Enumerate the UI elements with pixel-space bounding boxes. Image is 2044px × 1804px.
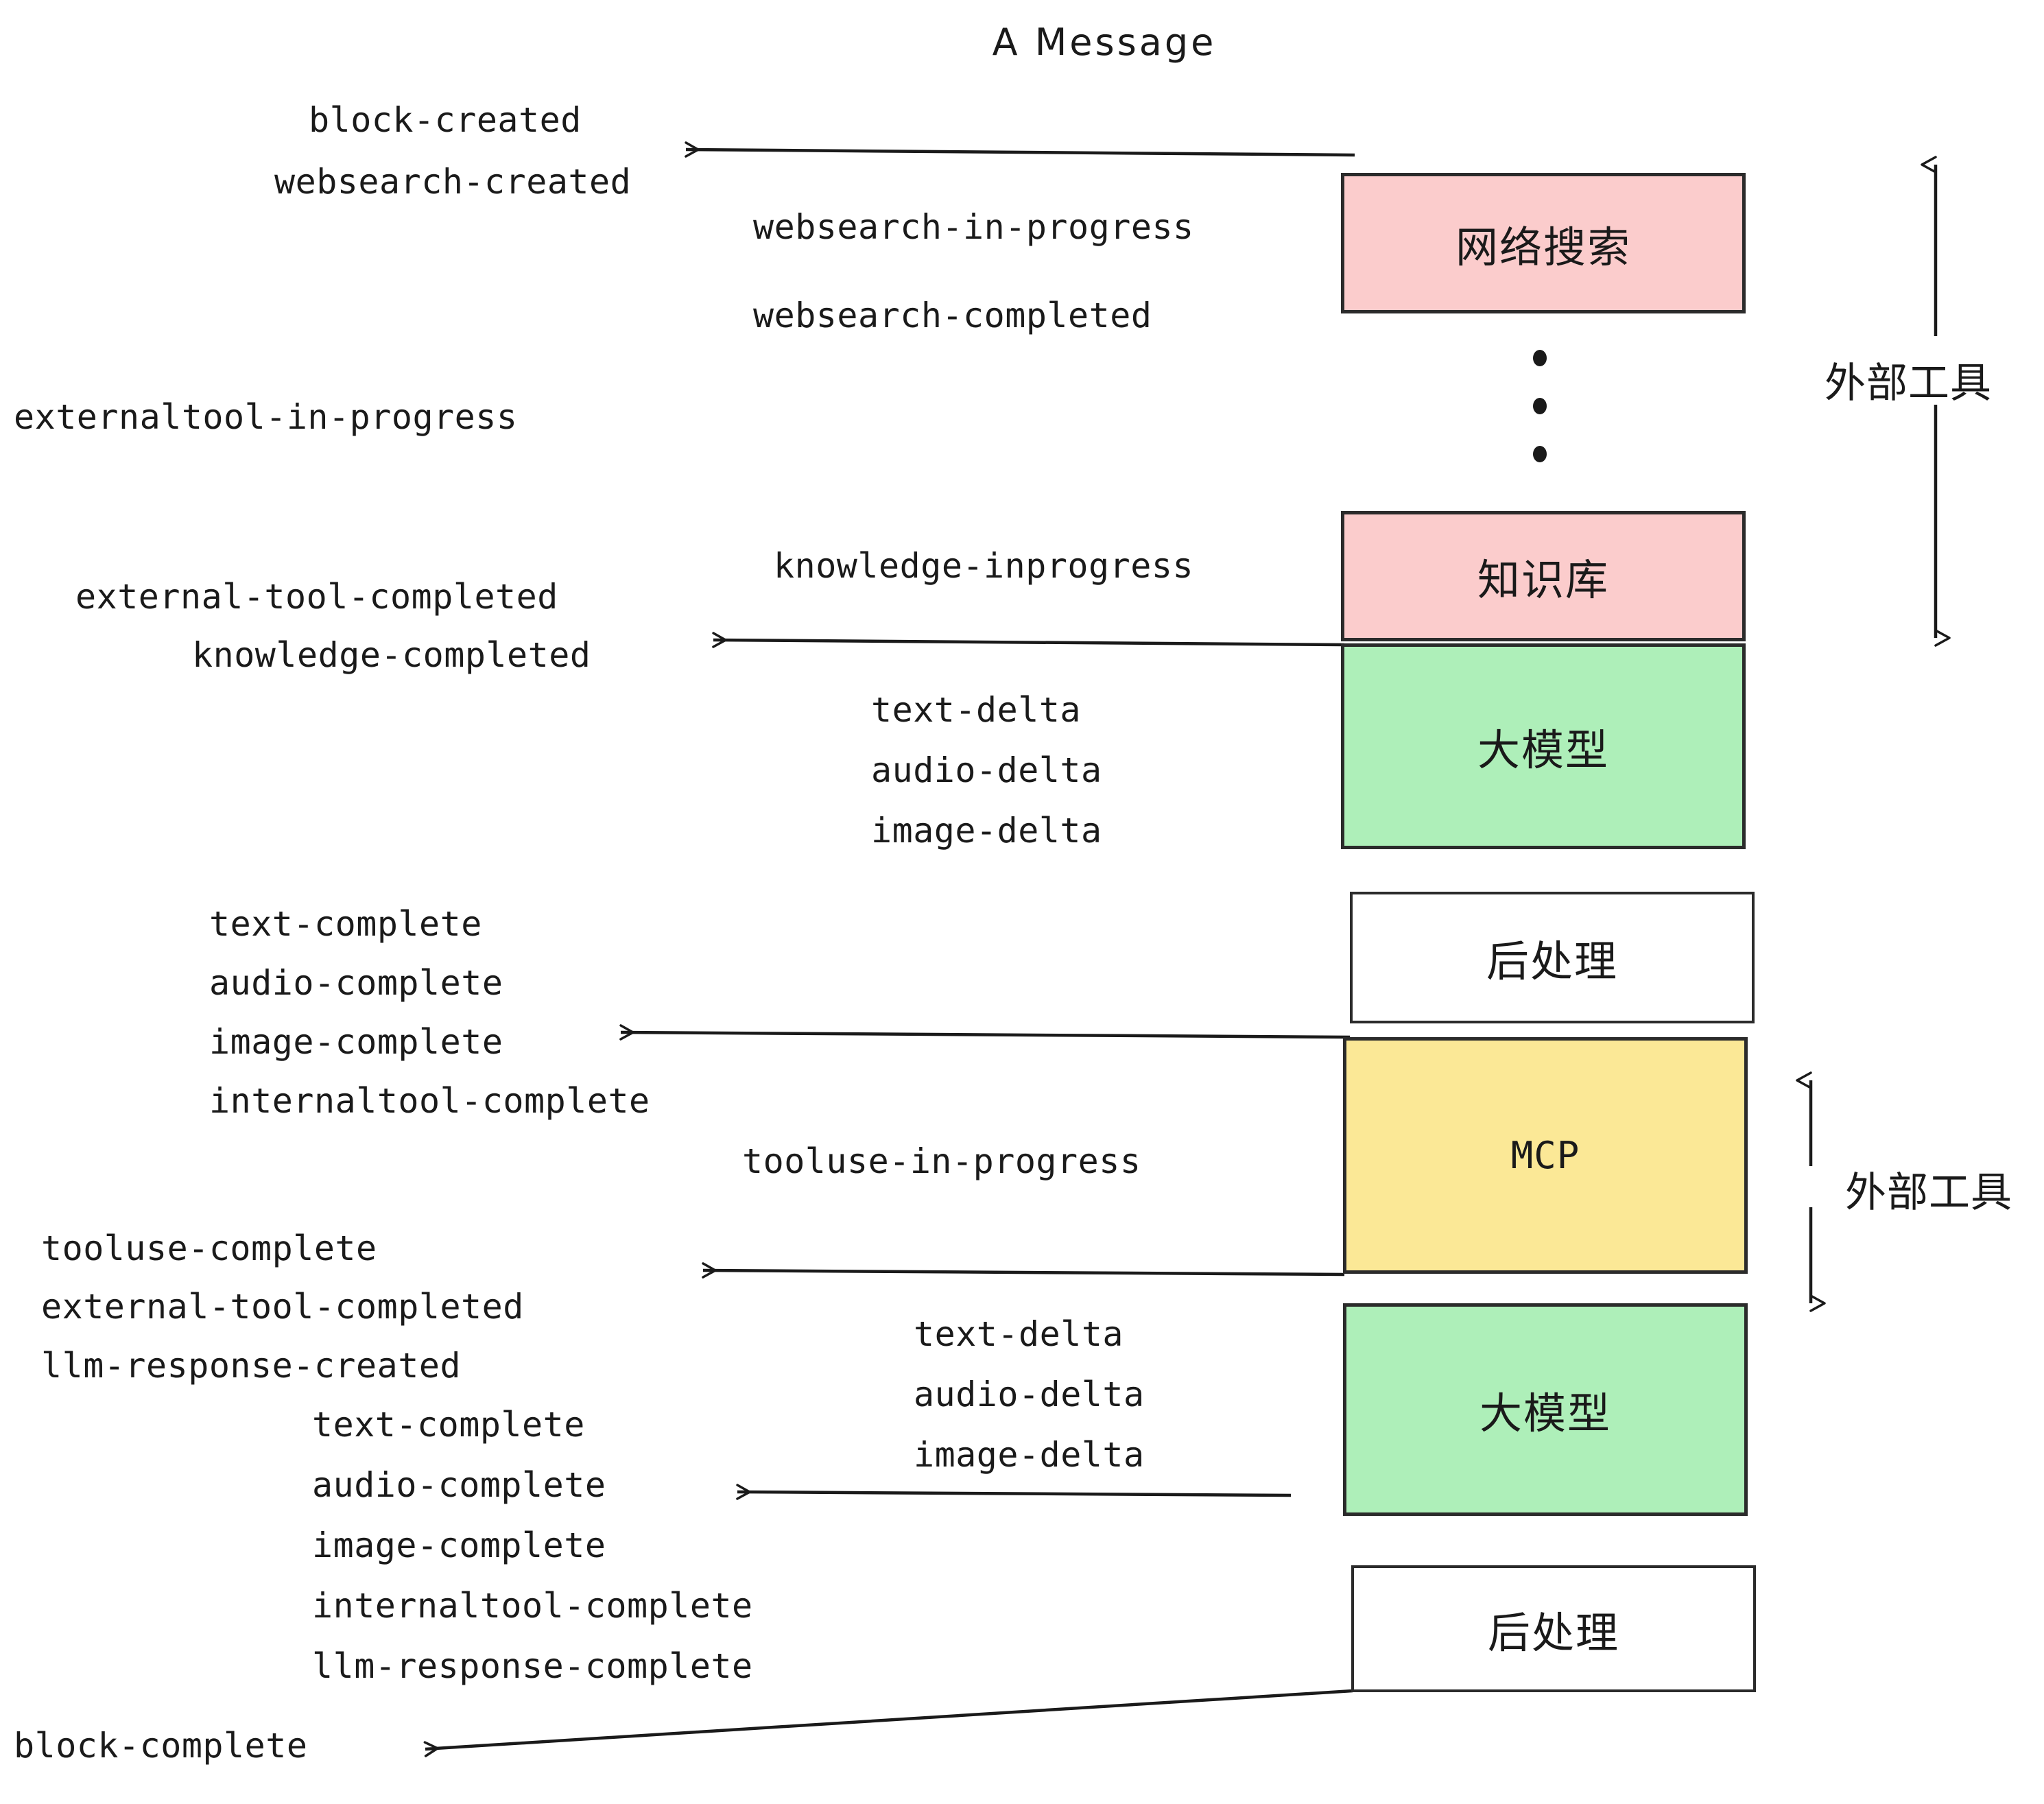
event-llm-response-complete: llm-response-complete	[312, 1646, 753, 1686]
arrow-mcp-to-tooluse-complete	[702, 1262, 1345, 1279]
box-knowledge-label: 知识库	[1477, 555, 1609, 605]
event-websearch-created: websearch-created	[274, 162, 632, 202]
side-label-external-tools-bottom: 外部工具	[1845, 1169, 2012, 1217]
event-image-delta-1: image-delta	[871, 811, 1102, 851]
event-external-tool-completed-2: external-tool-completed	[41, 1287, 524, 1327]
arrow-websearch-to-block-created	[685, 141, 1355, 158]
ellipsis-dot-3	[1533, 446, 1547, 462]
ellipsis-dot-1	[1533, 350, 1547, 366]
box-llm-2-label: 大模型	[1479, 1388, 1611, 1438]
ellipsis-dot-2	[1533, 398, 1547, 414]
event-text-complete-2: text-complete	[312, 1405, 585, 1445]
event-block-created: block-created	[309, 100, 582, 140]
box-llm-1-label: 大模型	[1477, 725, 1609, 775]
box-postprocess-1-label: 后处理	[1486, 936, 1618, 986]
box-postprocess-2-label: 后处理	[1487, 1607, 1619, 1658]
arrow-postprocess-to-image-complete	[619, 1024, 1351, 1041]
event-knowledge-completed: knowledge-completed	[192, 635, 591, 675]
box-postprocess-1[interactable]: 后处理	[1350, 892, 1755, 1023]
event-websearch-completed: websearch-completed	[753, 296, 1152, 335]
event-tooluse-in-progress: tooluse-in-progress	[742, 1141, 1141, 1181]
event-image-complete-2: image-complete	[312, 1526, 606, 1565]
event-llm-response-created: llm-response-created	[41, 1346, 462, 1386]
side-label-external-tools-top: 外部工具	[1825, 359, 1992, 407]
page-title: A Message	[992, 21, 1217, 64]
box-mcp-label: MCP	[1510, 1134, 1580, 1177]
event-audio-complete-1: audio-complete	[209, 963, 503, 1003]
event-audio-delta-2: audio-delta	[914, 1375, 1145, 1414]
arrow-llm2-to-audio-complete	[736, 1484, 1292, 1500]
box-llm-1[interactable]: 大模型	[1341, 643, 1746, 849]
event-text-delta-1: text-delta	[871, 690, 1082, 730]
box-llm-2[interactable]: 大模型	[1343, 1303, 1748, 1516]
event-audio-complete-2: audio-complete	[312, 1465, 606, 1505]
event-text-delta-2: text-delta	[914, 1314, 1124, 1354]
box-postprocess-2[interactable]: 后处理	[1351, 1565, 1756, 1692]
event-internaltool-complete-2: internaltool-complete	[312, 1586, 753, 1626]
arrow-postprocess2-to-block-complete	[423, 1689, 1353, 1757]
box-mcp[interactable]: MCP	[1343, 1037, 1748, 1274]
box-websearch-label: 网络搜索	[1455, 222, 1631, 272]
event-image-complete-1: image-complete	[209, 1022, 503, 1062]
event-tooluse-complete: tooluse-complete	[41, 1229, 377, 1268]
arrow-knowledge-to-completed	[712, 632, 1345, 648]
event-knowledge-inprogress: knowledge-inprogress	[774, 546, 1194, 586]
event-internaltool-complete-1: internaltool-complete	[209, 1081, 650, 1121]
box-knowledge[interactable]: 知识库	[1341, 511, 1746, 641]
event-audio-delta-1: audio-delta	[871, 750, 1102, 790]
event-websearch-in-progress: websearch-in-progress	[753, 207, 1194, 247]
event-block-complete: block-complete	[14, 1726, 308, 1766]
event-external-tool-completed-1: external-tool-completed	[75, 577, 558, 617]
box-websearch[interactable]: 网络搜索	[1341, 173, 1746, 313]
event-text-complete-1: text-complete	[209, 904, 482, 944]
event-image-delta-2: image-delta	[914, 1435, 1145, 1475]
event-externaltool-in-progress: externaltool-in-progress	[14, 397, 518, 437]
